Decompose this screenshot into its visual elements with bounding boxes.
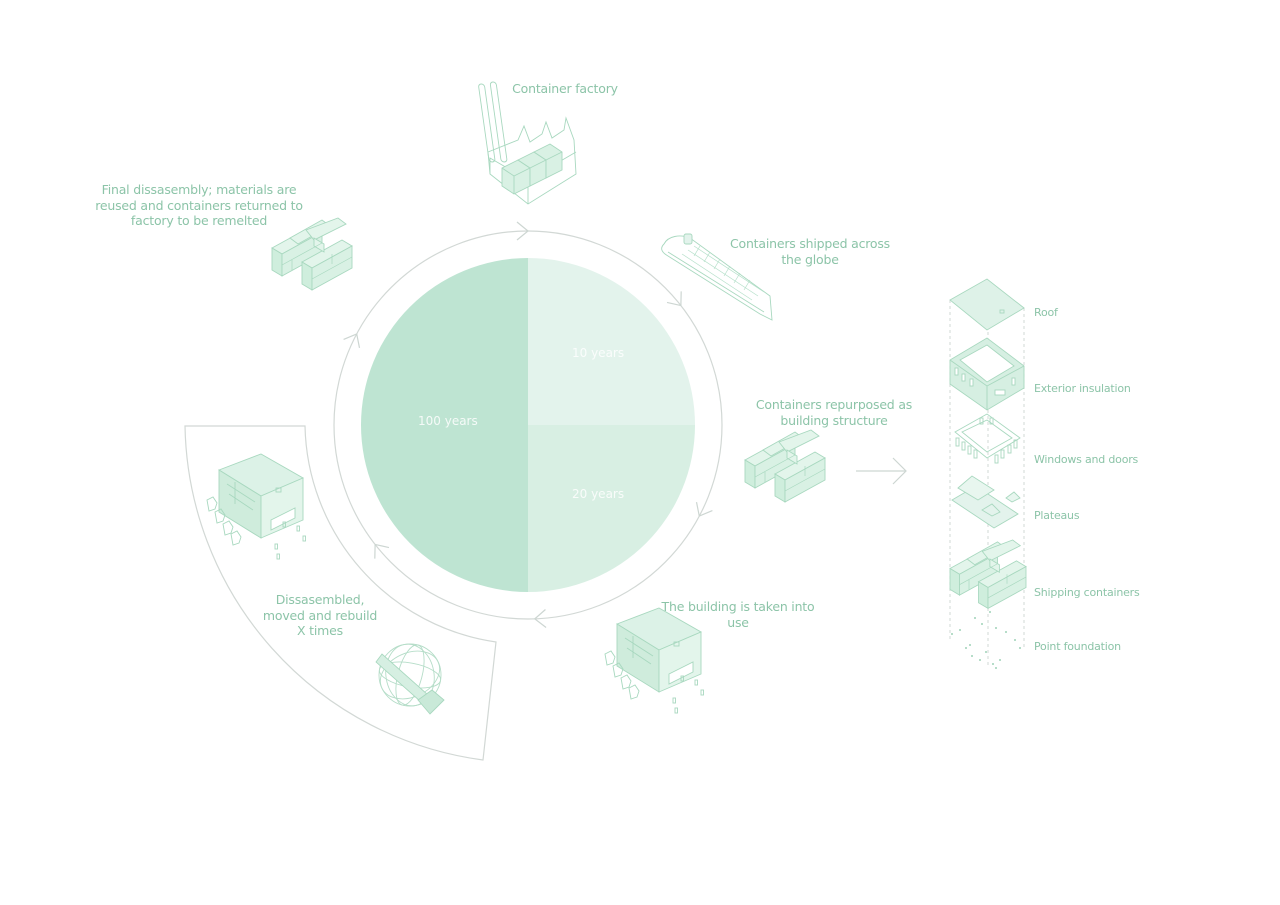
foundation-point xyxy=(992,663,994,665)
foundation-point xyxy=(951,633,953,635)
cargo-ship-icon xyxy=(661,233,773,321)
foundation-point xyxy=(959,629,961,631)
arrow-right-icon xyxy=(856,457,907,485)
foundation-point xyxy=(995,627,997,629)
relocation-wedge xyxy=(184,425,497,761)
foundation-point xyxy=(1014,639,1016,641)
globe-relocation-icon xyxy=(375,643,445,715)
foundation-point xyxy=(995,667,997,669)
layer-label-windows-doors: Windows and doors xyxy=(1034,453,1139,466)
layer-label-shipping-containers: Shipping containers xyxy=(1034,586,1140,599)
stage-label-final: Final dissasembly; materials are reused … xyxy=(95,182,303,228)
foundation-point xyxy=(1005,631,1007,633)
container-structure-icon xyxy=(271,217,353,291)
foundation-point xyxy=(999,659,1001,661)
container-structure-icon xyxy=(744,429,826,503)
plateaus-layer xyxy=(951,475,1021,529)
cycle-arrow-icon xyxy=(374,543,390,559)
pie-slice-10-years xyxy=(528,258,695,425)
foundation-point xyxy=(1019,647,1021,649)
pie-label-10-years: 10 years xyxy=(572,346,625,360)
pie-label-100-years: 100 years xyxy=(418,414,478,428)
stage-label-factory: Container factory xyxy=(512,81,618,96)
foundation-point xyxy=(981,623,983,625)
cycle-arrow-icon xyxy=(666,291,682,307)
point-foundation-layer xyxy=(951,611,1021,669)
roof-layer xyxy=(949,278,1025,331)
cycle-arrow-icon xyxy=(695,502,713,517)
factory-icon xyxy=(478,81,577,205)
foundation-point xyxy=(985,651,987,653)
foundation-point xyxy=(969,644,971,646)
layer-label-roof: Roof xyxy=(1034,306,1058,319)
building-icon xyxy=(604,607,704,714)
lifespan-pie-chart xyxy=(361,258,695,592)
stage-label-in-use: The building is taken into use xyxy=(661,599,815,630)
cycle-arrow-icon xyxy=(516,221,529,241)
building-icon xyxy=(206,453,306,560)
layer-label-exterior-insulation: Exterior insulation xyxy=(1034,382,1131,395)
pie-slice-20-years xyxy=(528,425,695,592)
stage-label-repurposed: Containers repurposed as building struct… xyxy=(755,397,913,428)
foundation-point xyxy=(965,647,967,649)
cycle-arrow-icon xyxy=(343,333,361,348)
layer-label-plateaus: Plateaus xyxy=(1034,509,1080,522)
shipping-containers-layer xyxy=(949,539,1027,610)
stage-label-relocated: Dissasembled, moved and rebuild X times xyxy=(262,592,378,638)
windows-doors-layer xyxy=(954,413,1021,464)
foundation-point xyxy=(971,655,973,657)
layer-label-point-foundation: Point foundation xyxy=(1034,640,1121,653)
pie-label-20-years: 20 years xyxy=(572,487,625,501)
cycle-arrow-icon xyxy=(533,609,547,628)
foundation-point xyxy=(979,659,981,661)
foundation-point xyxy=(974,617,976,619)
foundation-point xyxy=(989,611,991,613)
stage-label-shipping: Containers shipped across the globe xyxy=(729,236,890,267)
exterior-insulation-layer xyxy=(949,337,1025,411)
exploded-view xyxy=(949,278,1027,669)
pie-slice-100-years xyxy=(361,258,528,592)
